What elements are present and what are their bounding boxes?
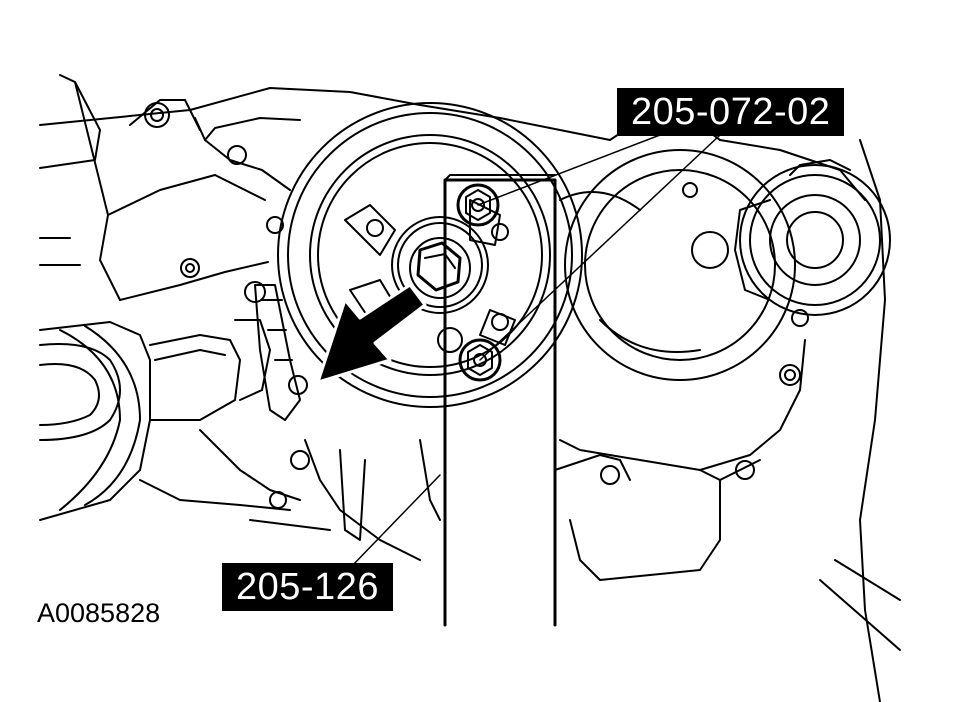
tool-bolt-lower [458,338,502,382]
direction-arrow [316,283,427,384]
tool-callout-205-072-02: 205-072-02 [617,88,845,136]
mounting-bracket [244,281,308,421]
cv-joint-boot [39,319,271,521]
leader-lines [349,134,721,569]
timing-cover [559,149,796,381]
engine-block-outline [39,74,901,702]
crankshaft-pulley [277,102,583,408]
accessory-pulley [734,159,891,316]
figure-id: A0085828 [37,598,161,628]
fasteners [144,102,809,509]
tool-callout-205-126: 205-126 [222,563,393,611]
holding-tool-plate [437,174,557,627]
tool-bolt-upper [456,183,500,227]
